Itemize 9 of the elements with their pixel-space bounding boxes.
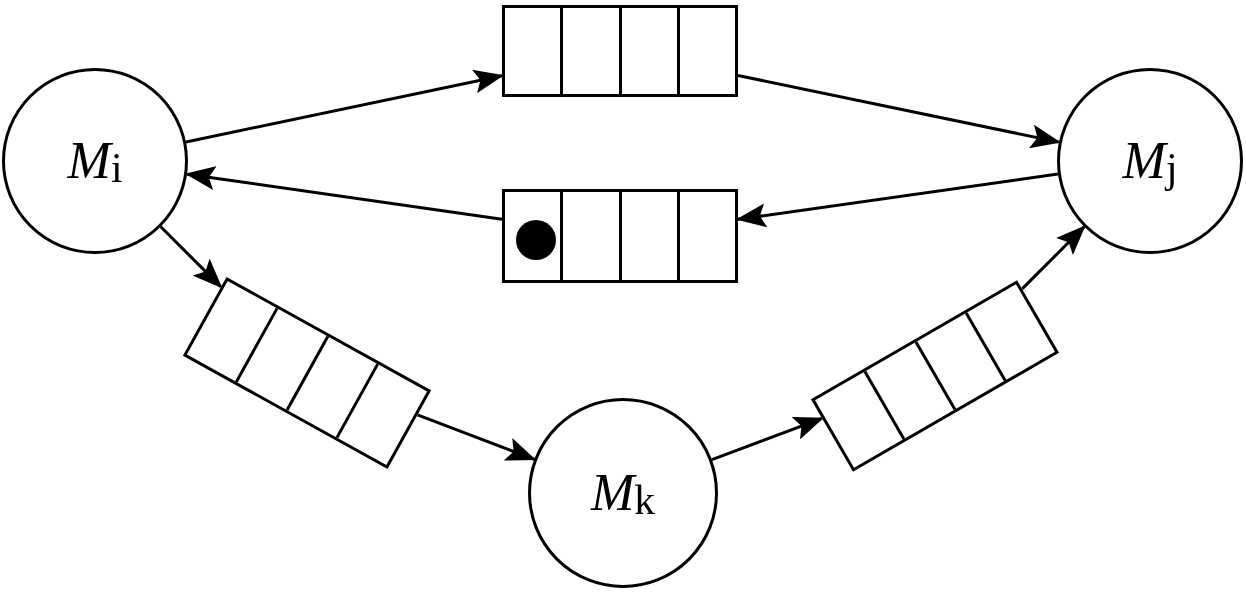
queue-box — [502, 5, 738, 97]
arrow — [711, 416, 824, 462]
arrow — [1021, 225, 1086, 290]
arrow — [159, 225, 223, 289]
arrow — [736, 172, 1059, 228]
node-label: M$_{i}$ — [67, 135, 123, 187]
queue-box — [502, 189, 738, 283]
arrow — [416, 413, 537, 461]
node-label: M$_{k}$ — [590, 467, 656, 519]
